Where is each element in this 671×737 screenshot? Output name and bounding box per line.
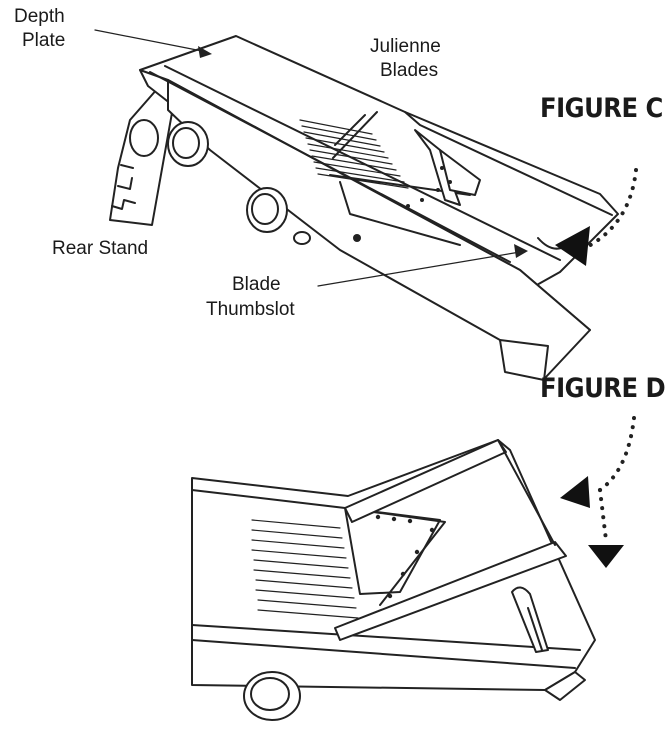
figure-d-dotted-arrow-down bbox=[598, 488, 608, 542]
v-blade bbox=[406, 129, 481, 208]
depth-plate-label-line2: Plate bbox=[22, 30, 65, 51]
rear-stand-label: Rear Stand bbox=[52, 238, 148, 259]
adjustment-knobs bbox=[129, 119, 361, 245]
figure-d-title: FIGURE D bbox=[540, 373, 665, 404]
figure-d-v-blade-edge bbox=[344, 507, 446, 606]
depth-plate-arrowhead bbox=[198, 46, 212, 58]
deck-rail-lower bbox=[191, 639, 576, 669]
julienne-blades-label-line2: Blades bbox=[380, 60, 438, 81]
depth-plate-pointer bbox=[94, 29, 208, 53]
julienne-blades-label-line1: Julienne bbox=[370, 36, 441, 57]
frame-lower-bar bbox=[334, 541, 567, 641]
figure-d-arrowhead-up bbox=[560, 476, 590, 508]
figure-d-arrowhead-down bbox=[588, 545, 624, 568]
depth-plate-label-line1: Depth bbox=[14, 6, 65, 27]
blade-thumbslot-label-line1: Blade bbox=[232, 274, 281, 295]
figure-d-illustration bbox=[191, 416, 636, 721]
frame-upper-bar bbox=[344, 439, 507, 523]
julienne-blades bbox=[299, 111, 409, 189]
figure-c-arrowhead bbox=[555, 226, 590, 266]
mandoline-body bbox=[139, 35, 619, 381]
figure-c-title: FIGURE C bbox=[540, 93, 663, 124]
deck-rail-bottom bbox=[191, 624, 581, 651]
support-strut-line bbox=[527, 607, 543, 651]
figure-d-dotted-arrow-up bbox=[598, 416, 636, 492]
thumbslot-pointer bbox=[317, 251, 521, 287]
figure-d-julienne-blades bbox=[251, 519, 359, 619]
deck-rail-top bbox=[191, 489, 346, 509]
thumbslot-arrowhead bbox=[514, 244, 528, 258]
support-strut bbox=[511, 586, 549, 653]
figure-d-foot bbox=[544, 671, 586, 701]
frame-side bbox=[497, 439, 556, 546]
blade-thumbslot-label-line2: Thumbslot bbox=[206, 299, 295, 320]
figure-d-knob-inner bbox=[250, 677, 290, 711]
figure-c-illustration bbox=[94, 29, 638, 381]
figure-d-knob bbox=[243, 671, 301, 721]
